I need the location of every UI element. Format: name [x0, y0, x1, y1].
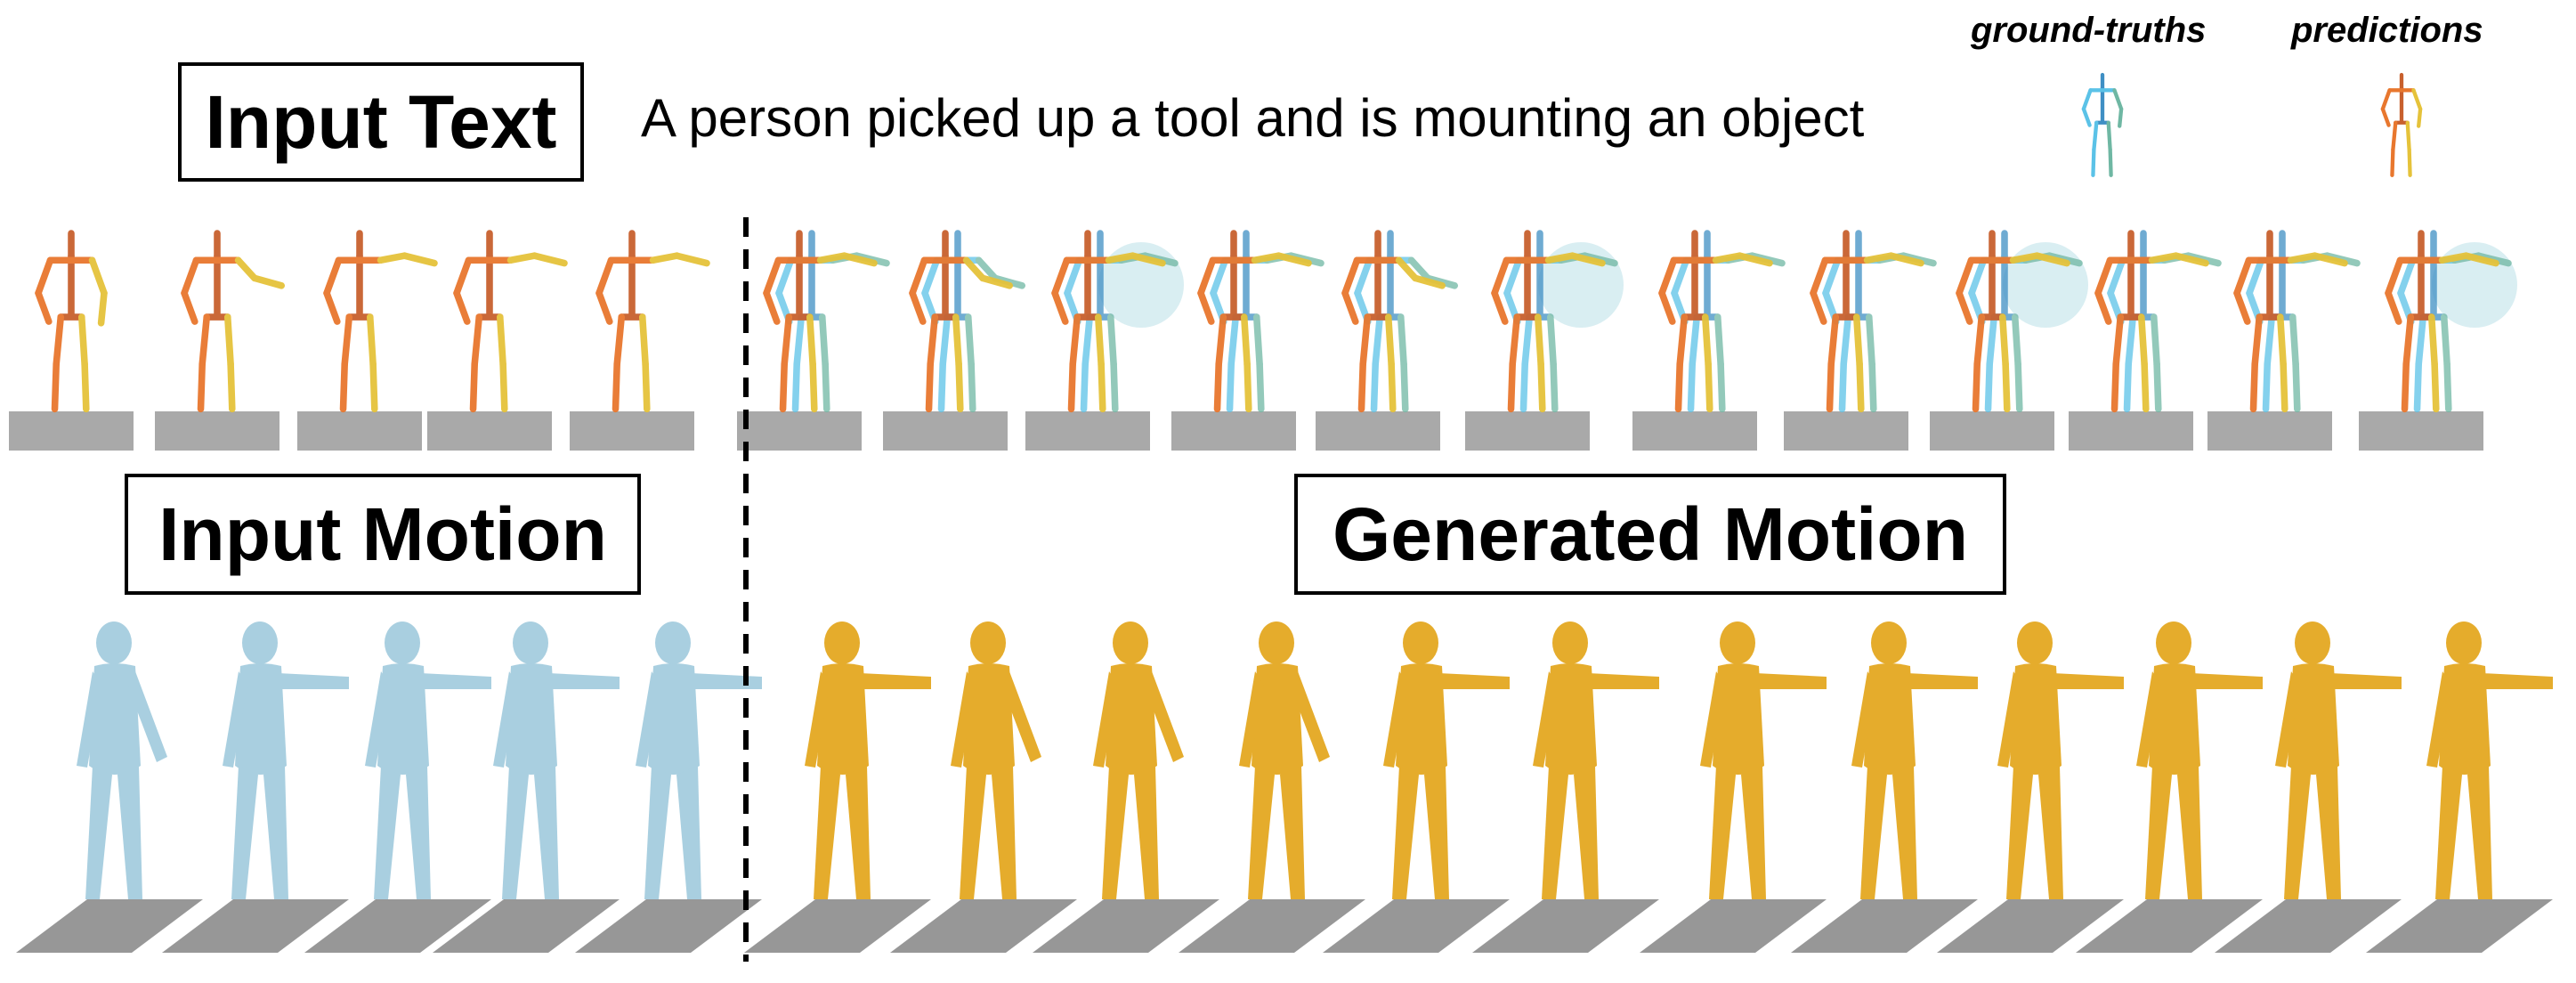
generated-body-frame — [1323, 621, 1510, 953]
skeleton-frame — [1930, 230, 2088, 451]
skeleton-frame — [427, 230, 568, 451]
skeleton-frame — [9, 230, 134, 451]
generated-body-frame — [2076, 621, 2263, 953]
generated-body-frame — [1472, 621, 1659, 953]
generated-body-frame — [1179, 621, 1365, 953]
skeleton-frame — [2069, 230, 2222, 451]
skeleton-frame — [1171, 230, 1324, 451]
generated-body-frame — [744, 621, 931, 953]
input-body-frame — [433, 621, 620, 953]
legend-predictions-label: predictions — [2291, 11, 2483, 50]
skeleton-frame — [1784, 230, 1937, 451]
skeleton-frame — [155, 230, 286, 451]
generated-body-frame — [1937, 621, 2124, 953]
skeleton-frame — [570, 230, 710, 451]
generated-body-frame — [1033, 621, 1219, 953]
skeleton-row — [9, 230, 2517, 451]
legend-ground-truths-label: ground-truths — [1971, 11, 2207, 50]
generated-body-frame — [2366, 621, 2553, 953]
input-body-frame — [16, 621, 203, 953]
legend-ground-truth-skeleton-icon — [2081, 72, 2124, 177]
input-motion-label: Input Motion — [125, 474, 641, 595]
generated-body-frame — [890, 621, 1077, 953]
skeleton-frame — [1632, 230, 1786, 451]
skeleton-frame — [297, 230, 438, 451]
body-row — [16, 621, 2553, 953]
generated-motion-label: Generated Motion — [1294, 474, 2006, 595]
skeleton-frame — [737, 230, 890, 451]
skeleton-frame — [2359, 230, 2517, 451]
skeleton-frame — [1025, 230, 1184, 451]
input-body-frame — [162, 621, 349, 953]
legend-prediction-skeleton-icon — [2380, 72, 2423, 177]
skeleton-frame — [1316, 230, 1459, 451]
input-text-label: Input Text — [178, 62, 584, 182]
input-body-frame — [304, 621, 491, 953]
generated-body-frame — [1791, 621, 1978, 953]
generated-body-frame — [2215, 621, 2402, 953]
prompt-text: A person picked up a tool and is mountin… — [641, 88, 1865, 148]
generated-body-frame — [1640, 621, 1827, 953]
skeleton-frame — [883, 230, 1026, 451]
skeleton-frame — [2207, 230, 2361, 451]
skeleton-frame — [1465, 230, 1624, 451]
